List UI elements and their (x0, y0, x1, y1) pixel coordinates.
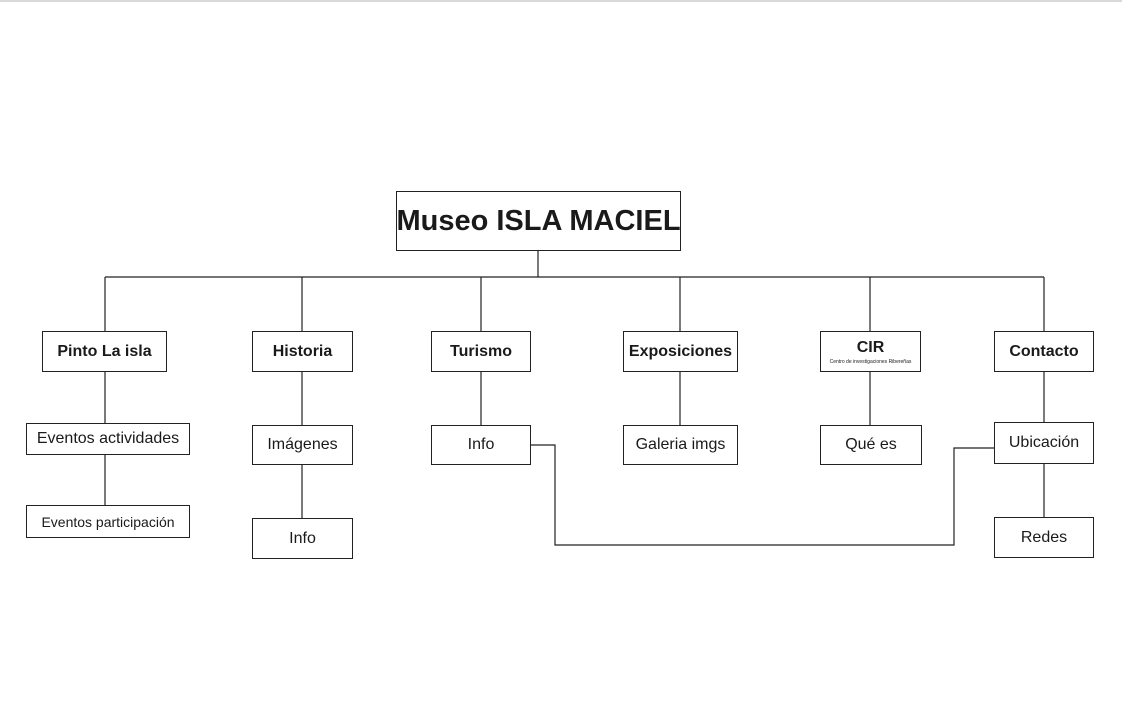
category-label: Exposiciones (628, 342, 733, 360)
node-label: Info (289, 529, 316, 547)
node-eventos-actividades[interactable]: Eventos actividades (26, 423, 190, 455)
connector-info-to-ubicacion (530, 444, 994, 546)
category-label: CIR (856, 338, 885, 356)
node-label: Imágenes (267, 436, 338, 453)
node-label: Eventos participación (41, 513, 175, 530)
category-label: Contacto (1009, 342, 1079, 360)
root-title-text: Museo ISLA MACIEL (396, 204, 681, 237)
node-label: Redes (1020, 528, 1068, 546)
node-que-es[interactable]: Qué es (820, 425, 922, 465)
category-contacto[interactable]: Contacto (994, 331, 1094, 372)
category-turismo[interactable]: Turismo (431, 331, 531, 372)
node-label: Eventos actividades (36, 430, 180, 447)
node-eventos-participacion[interactable]: Eventos participación (26, 505, 190, 538)
category-label: Turismo (450, 342, 512, 360)
node-label: Info (467, 436, 495, 453)
category-pinto-la-isla[interactable]: Pinto La isla (42, 331, 167, 372)
node-label: Ubicación (1008, 434, 1080, 451)
root-node-title[interactable]: Museo ISLA MACIEL (396, 191, 681, 251)
category-cir[interactable]: CIR Centro de investigaciones Ribereñas (820, 331, 921, 372)
category-label: Historia (272, 342, 333, 360)
top-border (0, 0, 1122, 2)
node-label: Qué es (845, 436, 897, 453)
node-historia-info[interactable]: Info (252, 518, 353, 559)
node-turismo-info[interactable]: Info (431, 425, 531, 465)
node-ubicacion[interactable]: Ubicación (994, 422, 1094, 464)
category-historia[interactable]: Historia (252, 331, 353, 372)
category-exposiciones[interactable]: Exposiciones (623, 331, 738, 372)
node-galeria-imgs[interactable]: Galeria imgs (623, 425, 738, 465)
node-redes[interactable]: Redes (994, 517, 1094, 558)
node-label: Galeria imgs (635, 436, 726, 453)
category-subtitle: Centro de investigaciones Ribereñas (829, 358, 912, 365)
category-label: Pinto La isla (57, 342, 152, 360)
node-imagenes[interactable]: Imágenes (252, 425, 353, 465)
